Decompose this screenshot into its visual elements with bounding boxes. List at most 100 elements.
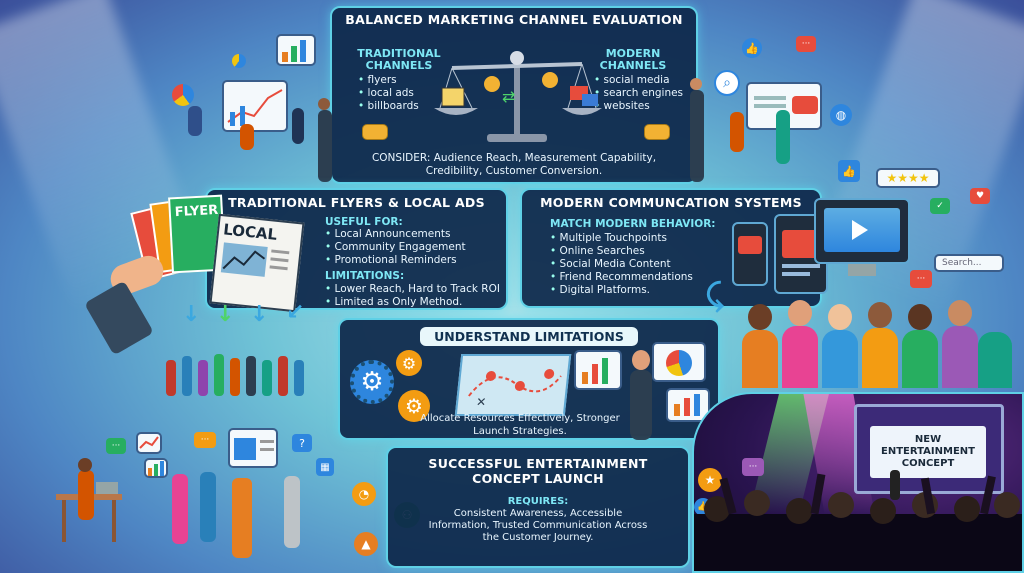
play-icon: [852, 220, 868, 240]
grid-icon: ▦: [316, 458, 334, 476]
presenter-figure: [690, 90, 704, 182]
chat-bubble-icon: ···: [796, 36, 816, 52]
modern-communication-panel: MODERN COMMUNCATION SYSTEMS MATCH MODERN…: [520, 188, 822, 308]
search-icon: ⌕: [714, 70, 740, 96]
launch-panel-title: SUCCESSFUL ENTERTAINMENT CONCEPT LAUNCH: [428, 456, 648, 486]
svg-text:⇄: ⇄: [502, 87, 515, 106]
growth-chart-icon: ▲: [354, 532, 378, 556]
svg-text:✕: ✕: [475, 395, 487, 409]
list-item: Multiple Touchpoints: [550, 232, 693, 245]
stage-screen-text: NEW ENTERTAINMENT CONCEPT: [881, 434, 975, 469]
search-bar: Search...: [934, 254, 1004, 272]
star-icon: ★: [698, 468, 722, 492]
list-item: Friend Recommendations: [550, 271, 693, 284]
down-arrow-icon: ↓: [182, 302, 201, 327]
presenter-head: [318, 98, 330, 110]
smartphone-device: [732, 222, 768, 286]
like-icon: ✓: [930, 198, 950, 214]
modern-behavior-list: Multiple Touchpoints Online Searches Soc…: [550, 232, 693, 297]
list-item: search engines: [594, 87, 684, 100]
understand-limitations-panel: UNDERSTAND LIMITATIONS ⚙ ⚙ ⚙ ✕ Allocate …: [338, 318, 720, 440]
newspaper-card: LOCAL: [209, 213, 305, 313]
bar-chart-card: [276, 34, 316, 66]
channel-evaluation-title: BALANCED MARKETING CHANNEL EVALUATION: [345, 12, 683, 27]
modern-channels-list: social media search engines websites: [594, 74, 684, 113]
audience-silhouette: [694, 490, 1022, 571]
donut-chart-card: [652, 342, 706, 382]
down-arrow-icon: ↓: [216, 302, 235, 327]
successful-launch-panel: SUCCESSFUL ENTERTAINMENT CONCEPT LAUNCH …: [386, 446, 690, 568]
performer-figure: [890, 470, 900, 500]
requires-heading: REQUIRES:: [507, 496, 569, 507]
line-chart-card: [136, 432, 162, 454]
chart-circle-icon: ◔: [352, 482, 376, 506]
chat-bubble-icon: ···: [742, 458, 764, 476]
modern-behavior-heading: MATCH MODERN BEHAVIOR:: [550, 218, 716, 230]
list-item: Social Media Content: [550, 258, 693, 271]
list-item: flyers: [358, 74, 419, 87]
desk-leg: [112, 500, 116, 542]
bar-chart-icon: [282, 40, 306, 62]
laptop: [96, 482, 118, 494]
flyer-label: FLYER: [174, 202, 219, 221]
pie-chart-icon: [172, 84, 194, 106]
consider-criteria-text: CONSIDER: Audience Reach, Measurement Ca…: [371, 152, 657, 177]
traditional-panel-title: TRADITIONAL FLYERS & LOCAL ADS: [228, 195, 485, 210]
person-figure: [284, 476, 300, 548]
like-icon: 👍: [838, 160, 860, 182]
gear-icon: ⚙: [350, 360, 394, 404]
useful-for-heading: USEFUL FOR:: [325, 216, 403, 228]
pie-chart-icon: [232, 54, 246, 68]
person-figure: [730, 112, 744, 152]
useful-for-list: Local Announcements Community Engagement…: [325, 228, 466, 267]
person-figure: [188, 106, 202, 136]
down-arrow-icon: ↓: [250, 302, 269, 327]
list-item: Digital Platforms.: [550, 284, 693, 297]
bar-chart-card: [666, 388, 710, 422]
analytics-board: [222, 80, 288, 132]
modern-panel-title: MODERN COMMUNCATION SYSTEMS: [540, 195, 802, 210]
people-with-phones-illustration: [742, 290, 1012, 390]
list-item: Community Engagement: [325, 241, 466, 254]
traditional-channels-list: flyers local ads billboards: [358, 74, 419, 113]
person-figure: [776, 110, 790, 164]
list-item: Local Announcements: [325, 228, 466, 241]
list-item: websites: [594, 100, 683, 113]
concert-stage-scene: NEW ENTERTAINMENT CONCEPT ★ ··· 👍: [692, 392, 1024, 573]
person-figure: [240, 124, 254, 150]
coin-stack-icon: [644, 124, 670, 140]
presenter-head: [690, 78, 702, 90]
gear-icon: ⚙: [398, 390, 430, 422]
bar-chart-card: [144, 458, 168, 478]
like-icon: 👍: [742, 38, 762, 58]
list-item: Online Searches: [550, 245, 693, 258]
heart-icon: ♥: [970, 188, 990, 204]
chat-bubble-icon: ···: [106, 438, 126, 454]
modern-channels-heading: MODERN CHANNELS: [599, 47, 667, 72]
stage-screen: NEW ENTERTAINMENT CONCEPT: [870, 426, 986, 478]
browser-window-card: [228, 428, 278, 468]
person-figure: [78, 470, 94, 520]
person-figure: [172, 474, 188, 544]
search-placeholder: Search...: [942, 258, 982, 268]
list-item: Lower Reach, Hard to Track ROI: [325, 283, 500, 296]
chat-bubble-icon: ···: [194, 432, 216, 448]
presenter-figure: [630, 370, 652, 440]
list-item: Limited as Only Method.: [325, 296, 500, 309]
channel-evaluation-panel: BALANCED MARKETING CHANNEL EVALUATION TR…: [330, 6, 698, 184]
down-arrow-icon: ↙: [286, 300, 305, 325]
list-item: billboards: [358, 100, 419, 113]
limitations-title: UNDERSTAND LIMITATIONS: [420, 327, 638, 346]
limitations-heading: LIMITATIONS:: [325, 270, 405, 282]
globe-icon: ◍: [830, 104, 852, 126]
desk-leg: [62, 500, 66, 542]
balance-scale-icon: ⇄: [434, 51, 602, 142]
question-bubble-icon: ?: [292, 434, 312, 452]
presenter-figure: [318, 110, 332, 182]
coin-stack-icon: [362, 124, 388, 140]
person-figure: [200, 472, 216, 542]
bar-chart-card: [574, 350, 622, 390]
launch-requirements-text: Consistent Awareness, Accessible Informa…: [428, 508, 648, 543]
person-figure: [292, 108, 304, 144]
map-icon: ✕: [454, 354, 572, 416]
